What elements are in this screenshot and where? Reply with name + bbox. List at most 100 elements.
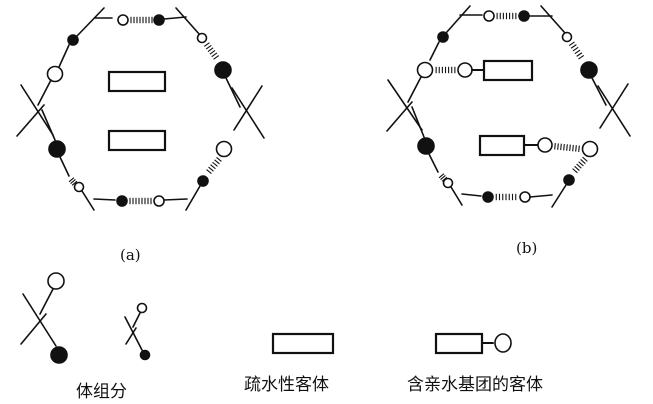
bottom-hydrogen-bond — [495, 193, 517, 201]
hbond-tick — [554, 143, 556, 150]
hbond-tick — [560, 143, 562, 151]
chain-line — [59, 156, 70, 177]
lower-left-hydrogen-bond — [68, 177, 78, 186]
right-open-ball — [581, 140, 599, 158]
panel-b-label: (b) — [516, 239, 538, 257]
hbond-tick — [216, 156, 222, 162]
chain-line — [387, 79, 423, 131]
chain-line — [411, 106, 425, 138]
lower-right-filled-ball — [563, 174, 575, 186]
chain-line — [407, 76, 422, 103]
hbond-tick — [563, 143, 565, 151]
legend-hydrophilic-guest-body — [434, 332, 484, 355]
hbond-tick — [440, 174, 446, 181]
hbond-tick — [576, 52, 583, 57]
legend-host-large-open-ball — [47, 272, 65, 290]
chain-line — [529, 194, 553, 198]
hbond-tick — [576, 163, 582, 169]
guest-upper-hydrogen-bond — [435, 66, 456, 74]
chain-line — [428, 153, 439, 173]
hbond-tick — [203, 42, 210, 47]
hbond-tick — [70, 178, 76, 185]
chain-line — [20, 313, 47, 345]
upper-left-filled-ball — [67, 34, 79, 46]
hbond-tick — [574, 165, 580, 171]
hbond-tick — [568, 41, 575, 46]
legend-hydrophilic-guest-head — [494, 333, 512, 353]
chain-line — [231, 87, 265, 139]
hbond-tick — [557, 143, 559, 150]
lower-right-hydrogen-bond — [572, 156, 588, 174]
chain-line — [429, 41, 440, 61]
hbond-tick — [213, 55, 220, 60]
chain-line — [225, 77, 241, 108]
guest-upper-head — [457, 62, 473, 78]
upper-right-open-ball — [561, 31, 573, 43]
chain-line — [163, 198, 188, 201]
hbond-tick — [438, 173, 445, 179]
bottom-right-open-ball — [519, 191, 531, 203]
top-left-open-ball — [483, 10, 495, 22]
hbond-tick — [578, 55, 585, 60]
hbond-tick — [210, 164, 216, 170]
left-filled-ball — [48, 140, 66, 158]
hydrophilic-guest-lower-body — [478, 134, 526, 157]
right-open-ball — [215, 140, 233, 158]
hbond-tick — [572, 144, 574, 152]
chain-line — [163, 16, 187, 20]
legend-host-small-filled-ball — [139, 349, 151, 361]
hbond-tick — [578, 161, 584, 167]
panel-b-hexagon-assembly — [386, 5, 631, 208]
hydrophilic-guest-upper-body — [482, 59, 534, 82]
hydrophobic-guest-lower — [107, 129, 167, 152]
chain-line — [81, 190, 95, 211]
bottom-left-filled-ball — [116, 195, 128, 207]
hbond-tick — [211, 52, 218, 58]
legend-hydrophobic-guest-label: 疏水性客体 — [244, 375, 329, 395]
chain-line — [445, 5, 471, 34]
top-left-open-ball — [117, 14, 129, 26]
panel-a-hexagon-assembly — [16, 7, 265, 211]
hbond-tick — [566, 144, 568, 151]
hbond-tick — [205, 44, 212, 50]
left-filled-ball — [417, 137, 435, 155]
chain-line — [461, 193, 482, 197]
hbond-tick — [582, 156, 588, 162]
chain-line — [450, 186, 463, 206]
upper-right-open-ball — [196, 32, 208, 44]
top-hydrogen-bond — [496, 12, 517, 20]
hydrophobic-guest-upper — [107, 70, 167, 93]
hbond-tick — [71, 180, 78, 186]
legend-host-component-label: 体组分 — [76, 382, 127, 402]
hbond-tick — [574, 49, 581, 55]
top-hydrogen-bond — [130, 16, 153, 24]
chain-line — [386, 101, 413, 132]
chain-line — [16, 104, 45, 137]
hbond-tick — [209, 49, 216, 55]
hbond-tick — [575, 145, 577, 152]
chain-line — [599, 83, 629, 129]
upper-right-filled-ball — [214, 61, 232, 79]
chain-line — [132, 312, 141, 328]
top-right-filled-ball — [518, 10, 530, 22]
guest-lower-hydrogen-bond — [554, 143, 580, 152]
legend-hydrophobic-guest-symbol — [271, 332, 335, 355]
lower-right-filled-ball — [197, 175, 209, 187]
chain-line — [37, 79, 52, 106]
legend-hydrophilic-guest-label: 含亲水基团的客体 — [407, 375, 543, 395]
legend-symbols — [20, 272, 512, 364]
guest-lower-head — [537, 137, 553, 153]
chain-line — [93, 198, 116, 201]
legend-host-large-filled-ball — [50, 346, 68, 364]
chain-line — [591, 77, 607, 106]
chain-line — [185, 185, 201, 211]
bottom-hydrogen-bond — [129, 197, 152, 205]
hbond-tick — [208, 166, 214, 172]
chain-line — [20, 84, 54, 136]
chain-line — [175, 7, 201, 36]
hbond-tick — [212, 161, 218, 167]
hbond-tick — [207, 47, 214, 53]
hbond-tick — [572, 168, 578, 174]
lower-right-hydrogen-bond — [206, 156, 222, 175]
